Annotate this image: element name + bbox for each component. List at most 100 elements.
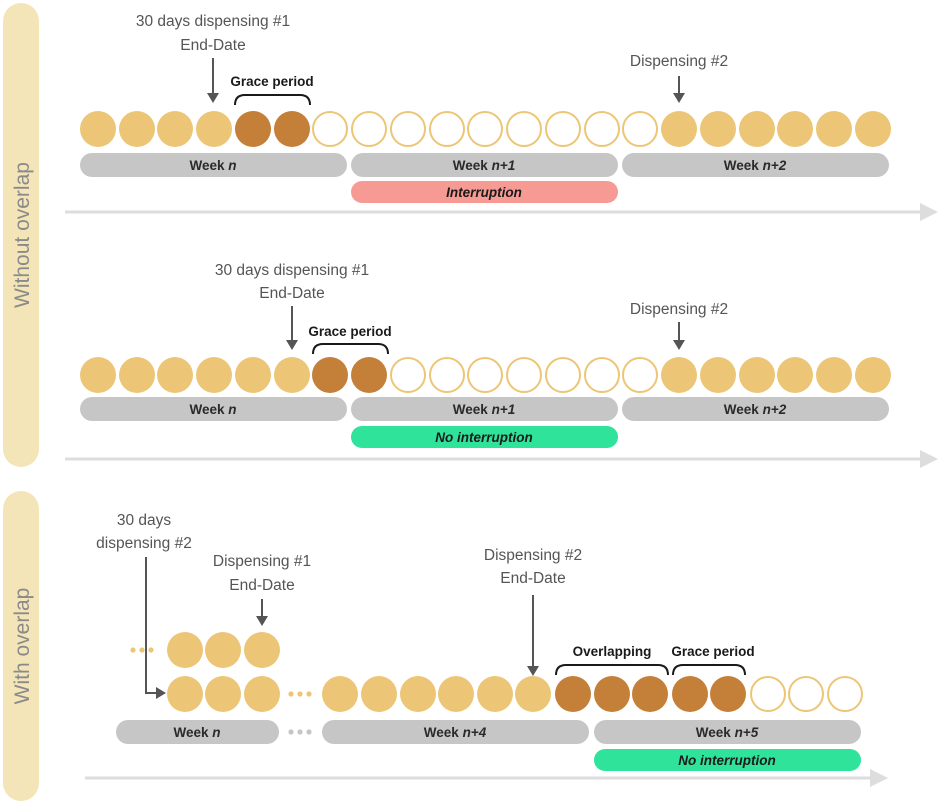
grace-period-label: Grace period	[230, 74, 313, 89]
dot-ellipsis	[306, 691, 312, 697]
week-label-n5: Week n+5	[696, 725, 759, 740]
pill-empty	[429, 357, 465, 393]
pill-row-1	[80, 111, 891, 147]
pill-empty	[390, 111, 426, 147]
pill-filled	[274, 357, 310, 393]
pill-overlap	[632, 676, 668, 712]
pill-filled	[739, 111, 775, 147]
week-bar-n2	[622, 153, 889, 177]
pill-filled	[119, 111, 155, 147]
dot-ellipsis	[148, 647, 154, 653]
week-bar-n	[80, 153, 347, 177]
dot-ellipsis	[130, 647, 136, 653]
week-bar-n1	[351, 153, 618, 177]
week-label-n: Week n	[189, 158, 236, 173]
timeline-axis-2	[65, 450, 938, 468]
interruption-badge	[351, 181, 618, 203]
week-label-n1: Week n+1	[453, 158, 515, 173]
pill-filled	[80, 357, 116, 393]
pill-grace	[235, 111, 271, 147]
week-label-n2: Week n+2	[724, 402, 787, 417]
no-interruption-badge	[351, 426, 618, 448]
pill-filled	[205, 632, 241, 668]
dispensing2-end-line2: End-Date	[500, 570, 565, 587]
pill-filled	[157, 357, 193, 393]
dispensing2-label-line2: dispensing #2	[96, 535, 192, 552]
pill-overlap	[594, 676, 630, 712]
no-interruption-badge	[594, 749, 861, 771]
end-date-label-line1: 30 days dispensing #1	[136, 13, 290, 30]
dispensing2-label: Dispensing #2	[630, 53, 728, 70]
week-bar-n5	[594, 720, 861, 744]
panel-with-overlap: 30 days dispensing #2 Dispensing #1 End-…	[96, 512, 863, 771]
end-date-label-line2: End-Date	[180, 37, 245, 54]
pill-filled	[700, 357, 736, 393]
overlapping-label: Overlapping	[573, 644, 652, 659]
with-overlap-label: With overlap	[11, 588, 34, 705]
pill-empty	[827, 676, 863, 712]
without-overlap-band	[3, 3, 39, 467]
pill-grace	[274, 111, 310, 147]
pill-filled	[167, 676, 203, 712]
dot-ellipsis	[139, 647, 145, 653]
dot-ellipsis	[288, 729, 294, 735]
pill-empty	[429, 111, 465, 147]
pill-filled	[700, 111, 736, 147]
pill-grace	[312, 357, 348, 393]
pill-row-dispensing2	[167, 676, 863, 712]
with-overlap-band	[3, 491, 39, 801]
pill-empty	[750, 676, 786, 712]
grace-period-label: Grace period	[671, 644, 754, 659]
end-date-label-line2: End-Date	[259, 285, 324, 302]
pill-filled	[515, 676, 551, 712]
pill-empty	[584, 357, 620, 393]
pill-empty	[584, 111, 620, 147]
pill-empty	[622, 357, 658, 393]
end-date-label-line1: 30 days dispensing #1	[215, 262, 369, 279]
pill-filled	[205, 676, 241, 712]
pill-filled	[777, 111, 813, 147]
week-label-n1: Week n+1	[453, 402, 515, 417]
week-bar-n1	[351, 397, 618, 421]
week-label-n: Week n	[189, 402, 236, 417]
grace-period-label: Grace period	[308, 324, 391, 339]
week-bar-n2	[622, 397, 889, 421]
timeline-axis-3	[85, 769, 888, 787]
dot-ellipsis	[297, 691, 303, 697]
grace-period-bracket	[672, 664, 746, 676]
without-overlap-label: Without overlap	[11, 162, 34, 308]
pill-empty	[312, 111, 348, 147]
no-interruption-label: No interruption	[678, 753, 776, 768]
dispensing2-label-line1: 30 days	[117, 512, 172, 529]
pill-filled	[438, 676, 474, 712]
pill-filled	[661, 357, 697, 393]
pill-filled	[361, 676, 397, 712]
pill-filled	[477, 676, 513, 712]
panel-without-overlap-2: 30 days dispensing #1 End-Date Grace per…	[80, 262, 891, 448]
dispensing2-start-arrow	[145, 557, 158, 694]
pill-filled	[119, 357, 155, 393]
pill-empty	[506, 357, 542, 393]
dispensing2-label: Dispensing #2	[630, 301, 728, 318]
pill-empty	[545, 357, 581, 393]
pill-filled	[244, 632, 280, 668]
pill-grace	[351, 357, 387, 393]
pill-empty	[351, 111, 387, 147]
pill-filled	[855, 357, 891, 393]
pill-overlap	[555, 676, 591, 712]
no-interruption-label: No interruption	[435, 430, 533, 445]
dot-ellipsis	[297, 729, 303, 735]
pill-empty	[545, 111, 581, 147]
pill-empty	[467, 357, 503, 393]
pill-row-dispensing1	[130, 632, 280, 668]
pill-filled	[816, 357, 852, 393]
overlapping-bracket	[555, 664, 669, 676]
week-label-n: Week n	[173, 725, 220, 740]
pill-filled	[167, 632, 203, 668]
dispensing2-end-line1: Dispensing #2	[484, 547, 582, 564]
panel-without-overlap-1: 30 days dispensing #1 End-Date Grace per…	[80, 13, 891, 203]
pill-row-2	[80, 357, 891, 393]
pill-filled	[244, 676, 280, 712]
pill-filled	[739, 357, 775, 393]
pill-filled	[322, 676, 358, 712]
